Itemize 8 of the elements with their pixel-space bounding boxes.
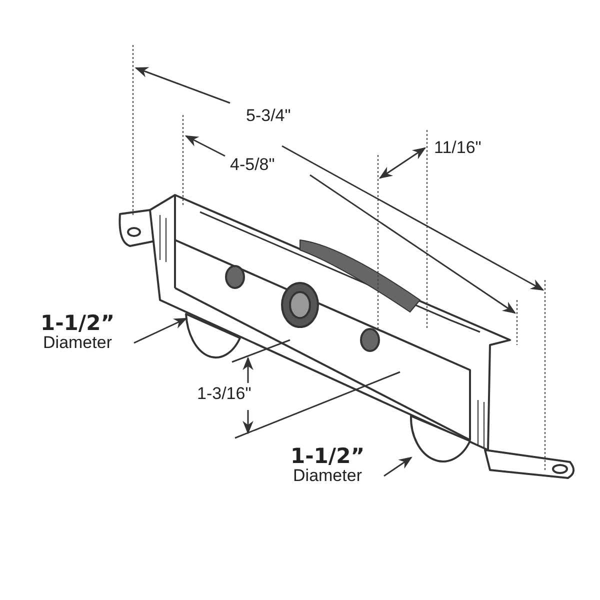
dimension-value: 1-1/2” <box>39 312 116 334</box>
leader-line <box>384 456 412 477</box>
dimension-value: 1-1/2” <box>289 445 366 468</box>
dimension-caption: Diameter <box>42 334 113 352</box>
wheel <box>185 313 241 358</box>
wheel <box>410 415 471 462</box>
leader-line <box>134 318 188 344</box>
dimension-caption: Diameter <box>292 467 363 485</box>
